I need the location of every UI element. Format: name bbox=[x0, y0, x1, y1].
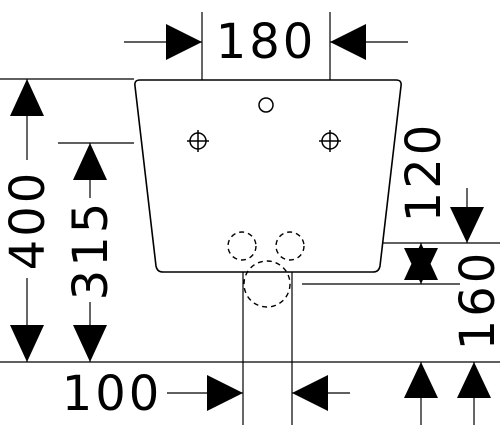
dim-400: 400 bbox=[0, 79, 56, 362]
dim-315: 315 bbox=[63, 143, 119, 362]
dim-100-label: 100 bbox=[62, 366, 163, 422]
supply-connections-dashed bbox=[227, 231, 305, 308]
dim-160-label: 160 bbox=[450, 250, 500, 351]
dim-180-label: 180 bbox=[216, 14, 317, 70]
dim-315-label: 315 bbox=[63, 200, 119, 301]
extension-lines bbox=[0, 12, 500, 425]
basin-outline bbox=[134, 79, 402, 273]
dim-180: 180 bbox=[124, 14, 408, 70]
dim-100: 100 bbox=[62, 366, 350, 422]
dim-120-label: 120 bbox=[396, 122, 452, 223]
mounting-hole-right bbox=[319, 130, 341, 152]
mounting-hole-left bbox=[187, 130, 209, 152]
dim-400-label: 400 bbox=[0, 170, 56, 271]
top-hole bbox=[258, 97, 274, 113]
dim-160: 160 bbox=[404, 248, 500, 425]
